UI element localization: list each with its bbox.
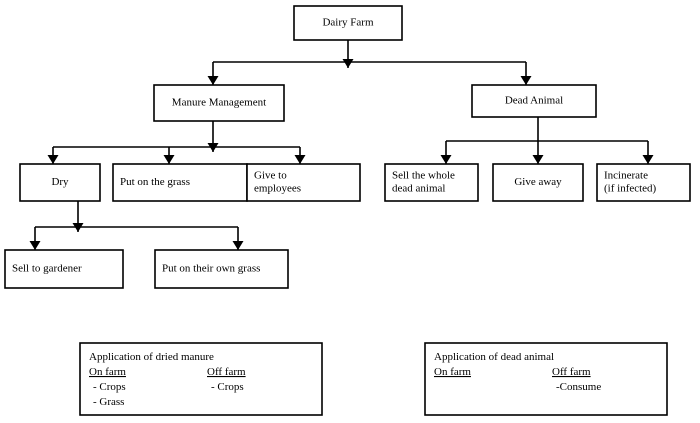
- legend-column-heading-off-farm: Off farm: [552, 366, 591, 378]
- node-box-manure-management[interactable]: [153, 84, 285, 122]
- node-label-put-on-their-own-grass: Put on their own grass: [162, 263, 260, 275]
- connector-manure-to-give-employees: [294, 147, 306, 164]
- node-dairy-farm[interactable]: Dairy Farm: [293, 5, 403, 41]
- node-dry[interactable]: Dry: [19, 163, 101, 202]
- node-label-dairy-farm: Dairy Farm: [322, 17, 373, 29]
- arrow-head-icon: [29, 241, 41, 250]
- node-incinerate-if-infected[interactable]: Incinerate(if infected): [596, 163, 691, 202]
- node-box-give-to-employees[interactable]: [246, 163, 361, 202]
- legend-box-legend-dried-manure: [79, 342, 323, 416]
- legend-item: - Grass: [93, 396, 124, 408]
- node-label-give-to-employees-line-2: employees: [254, 183, 301, 195]
- node-put-on-their-own-grass[interactable]: Put on their own grass: [154, 249, 289, 289]
- legend-item: -Consume: [556, 381, 601, 393]
- node-label-give-away: Give away: [514, 176, 562, 188]
- node-label-sell-to-gardener: Sell to gardener: [12, 263, 82, 275]
- node-box-sell-to-gardener[interactable]: [4, 249, 124, 289]
- legend-legend-dried-manure: Application of dried manure On farm - Crop…: [79, 342, 323, 416]
- legend-box-legend-dead-animal: [424, 342, 668, 416]
- node-box-incinerate-if-infected[interactable]: [596, 163, 691, 202]
- connector-layer: [29, 40, 654, 250]
- legend-title: Application of dead animal: [434, 351, 554, 363]
- node-label-dead-animal: Dead Animal: [505, 95, 563, 107]
- legend-item: - Crops: [93, 381, 126, 393]
- node-label-put-on-the-grass: Put on the grass: [120, 176, 190, 188]
- arrow-head-icon: [342, 59, 354, 68]
- legend-title: Application of dried manure: [89, 351, 214, 363]
- node-label-incinerate-if-infected-line-2: (if infected): [604, 183, 657, 195]
- connector-manure-to-dry: [47, 147, 59, 164]
- connector-dairy-to-bus: [342, 40, 354, 68]
- arrow-head-icon: [520, 76, 532, 85]
- arrow-head-icon: [47, 155, 59, 164]
- node-label-incinerate-if-infected-line-1: Incinerate: [604, 170, 648, 182]
- legend-layer: Application of dried manure On farm - Crop…: [79, 342, 668, 416]
- connector-bus-to-dead-animal: [520, 62, 532, 85]
- arrow-head-icon: [440, 155, 452, 164]
- node-sell-to-gardener[interactable]: Sell to gardener: [4, 249, 124, 289]
- legend-column-heading-on-farm: On farm: [89, 366, 126, 378]
- connector-dry-to-sell-gardener: [29, 227, 41, 250]
- arrow-head-icon: [232, 241, 244, 250]
- node-label-sell-the-whole-dead-animal-line-1: Sell the whole: [392, 170, 455, 182]
- node-label-give-to-employees-line-1: Give to: [254, 170, 287, 182]
- node-box-dry[interactable]: [19, 163, 101, 202]
- node-give-away[interactable]: Give away: [492, 163, 584, 202]
- node-manure-management[interactable]: Manure Management: [153, 84, 285, 122]
- node-dead-animal[interactable]: Dead Animal: [471, 84, 597, 118]
- node-box-dead-animal[interactable]: [471, 84, 597, 118]
- connector-dead-to-sell-whole: [440, 141, 452, 164]
- arrow-head-icon: [207, 76, 219, 85]
- node-label-dry: Dry: [51, 176, 69, 188]
- node-box-give-away[interactable]: [492, 163, 584, 202]
- node-box-put-on-their-own-grass[interactable]: [154, 249, 289, 289]
- node-put-on-the-grass[interactable]: Put on the grass: [112, 163, 248, 202]
- legend-column-heading-on-farm: On farm: [434, 366, 471, 378]
- legend-item: - Crops: [211, 381, 244, 393]
- connector-bus-to-manure: [207, 62, 219, 85]
- arrow-head-icon: [642, 155, 654, 164]
- connector-dead-to-incinerate: [642, 141, 654, 164]
- node-box-dairy-farm[interactable]: [293, 5, 403, 41]
- arrow-head-icon: [163, 155, 175, 164]
- arrow-head-icon: [532, 155, 544, 164]
- node-label-sell-the-whole-dead-animal-line-2: dead animal: [392, 183, 445, 195]
- legend-legend-dead-animal: Application of dead animal On farm Off far…: [424, 342, 668, 416]
- arrow-head-icon: [294, 155, 306, 164]
- connector-dry-to-own-grass: [232, 227, 244, 250]
- connector-manure-to-put-on-grass: [163, 147, 175, 164]
- legend-column-heading-off-farm: Off farm: [207, 366, 246, 378]
- node-label-manure-management: Manure Management: [172, 97, 266, 109]
- node-box-sell-the-whole-dead-animal[interactable]: [384, 163, 479, 202]
